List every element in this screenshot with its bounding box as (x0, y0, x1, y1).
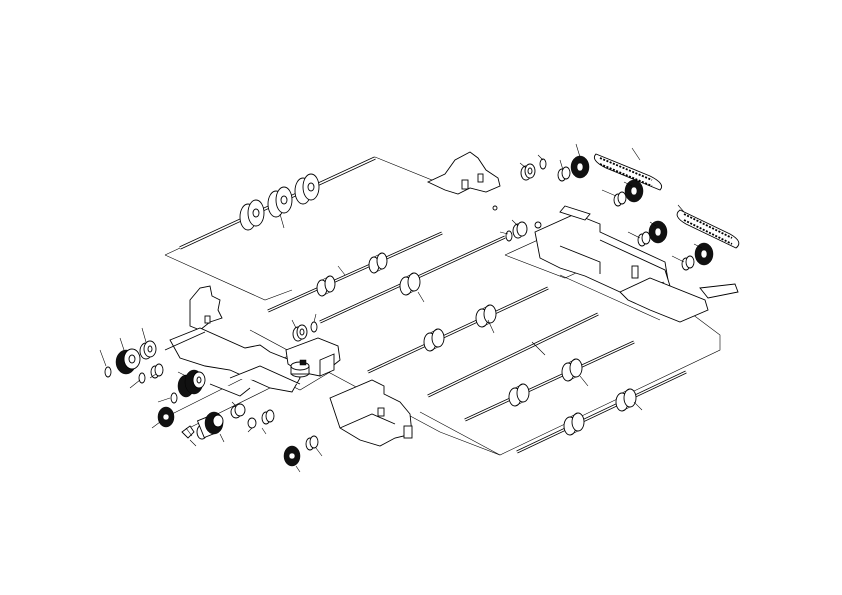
third-shaft-roller (399, 272, 421, 296)
seventh-shaft-roller-2 (615, 388, 637, 412)
left-bushing-4 (247, 417, 257, 429)
bushing-3 (613, 191, 627, 207)
timing-belt-1 (593, 153, 663, 191)
second-shaft-roller-2 (368, 252, 388, 274)
left-e-ring-2 (138, 372, 146, 384)
timing-belt-2 (676, 209, 740, 249)
left-clutch-gear (196, 411, 224, 440)
left-e-ring-1 (104, 366, 112, 378)
fourth-shaft-roller-2 (475, 304, 497, 328)
right-side-frame (534, 205, 739, 323)
top-shaft-roller-1 (239, 199, 265, 231)
top-shaft-roller-3 (294, 173, 320, 205)
pulley-2 (624, 179, 644, 203)
pulley-3 (648, 220, 668, 244)
fourth-roller-shaft (367, 286, 549, 374)
top-shaft-roller-2 (267, 186, 293, 218)
bottom-bushing (305, 435, 319, 451)
pulley-1 (570, 155, 590, 179)
bushing-5 (637, 231, 651, 247)
left-drive-gears (99, 313, 323, 473)
left-side-frame (164, 285, 301, 397)
left-bushing-5 (261, 409, 275, 425)
bushing-1 (520, 163, 536, 181)
bushing-2 (557, 166, 571, 182)
pulley-4 (694, 242, 714, 266)
left-bushing-2 (150, 363, 164, 379)
e-ring-2 (505, 230, 513, 242)
top-feed-shaft (179, 156, 376, 250)
fifth-plain-shaft (427, 312, 599, 398)
seventh-shaft-roller-1 (563, 412, 585, 436)
third-roller-shaft (319, 235, 506, 324)
upper-frame-bracket (426, 151, 501, 211)
left-bushing-3 (230, 403, 246, 419)
left-gear-double (177, 369, 206, 398)
bushing-6 (681, 255, 695, 271)
sixth-shaft-roller-1 (508, 383, 530, 407)
left-spring-clip (181, 425, 195, 439)
bottom-pulley (283, 445, 301, 467)
left-e-ring-3 (170, 392, 178, 404)
upper-right-drive (499, 143, 740, 271)
lower-frame-plate (329, 379, 413, 447)
sixth-shaft-roller-2 (561, 358, 583, 382)
second-roller-shaft (267, 231, 443, 313)
left-gear-small (157, 406, 175, 428)
fourth-shaft-roller-1 (423, 328, 445, 352)
left-bushing-1 (139, 340, 157, 360)
e-ring-1 (539, 158, 547, 170)
sixth-roller-shaft (464, 340, 635, 422)
center-drive-block (285, 337, 341, 378)
bushing-4 (512, 221, 528, 239)
seventh-roller-shaft (516, 370, 687, 454)
left-gear-large (115, 348, 141, 375)
second-shaft-roller-1 (316, 275, 336, 297)
center-gear-pair (292, 321, 318, 342)
